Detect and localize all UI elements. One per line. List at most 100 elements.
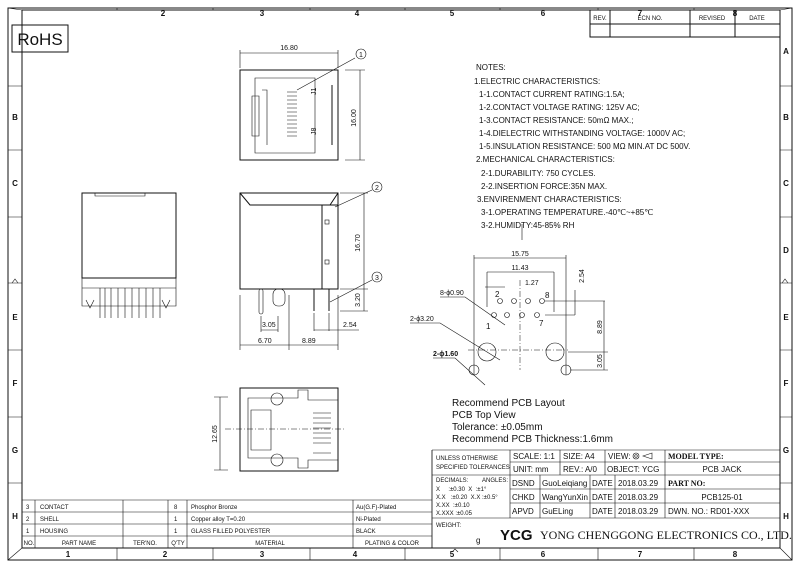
- zone-col-4-bottom: 4: [353, 550, 358, 559]
- designer-name: GuoLeiqiang: [542, 479, 587, 488]
- header-no: NO.: [24, 541, 35, 547]
- rev-header-rev: REV.: [593, 16, 607, 22]
- svg-text:2: 2: [375, 185, 379, 192]
- approver-date: 2018.03.29: [618, 507, 659, 516]
- zone-labels: 2 3 4 5 6 7 8 1 2 3 4 5 6 7 8 B C E F G …: [12, 9, 789, 559]
- pcb-caption-line: Tolerance: ±0.05mm: [452, 422, 543, 433]
- company-logo: YCG: [500, 527, 533, 544]
- part-qty: 8: [174, 505, 178, 511]
- date-label: DATE: [592, 479, 613, 488]
- zone-row-f: F: [13, 379, 18, 388]
- dim-side-height: 16.70: [355, 234, 362, 252]
- dim-pcb-305: 3.05: [597, 354, 604, 368]
- label-holes-090: 8-ϕ0.90: [440, 290, 464, 297]
- dim-top-width: 16.80: [280, 45, 298, 52]
- zone-row-c-right: C: [783, 179, 789, 188]
- tol-line: X.XXX :±0.05: [436, 511, 473, 517]
- note-line: 2-1.DURABILITY: 750 CYCLES.: [481, 169, 596, 178]
- pcb-layout: 15.75 11.43 1.27 2.54 8.89 3.05 8-ϕ0.90 …: [410, 224, 608, 386]
- zone-row-b: B: [12, 113, 18, 122]
- zone-col-6-bottom: 6: [541, 550, 546, 559]
- date-label: DATE: [592, 493, 613, 502]
- part-material: Phosphor Bronze: [191, 505, 238, 511]
- zone-col-1-bottom: 1: [66, 550, 71, 559]
- zone-row-h-right: H: [783, 512, 789, 521]
- pin-8-label: 8: [545, 291, 550, 300]
- label-holes-160: 2-ϕ1.60: [433, 351, 458, 358]
- dim-pcb-1143: 11.43: [512, 265, 529, 272]
- label-holes-320: 2-ϕ3.20: [410, 316, 434, 323]
- model-type-label: MODEL TYPE:: [668, 452, 724, 461]
- note-line: 3.ENVIRENMENT CHARACTERISTICS:: [477, 195, 622, 204]
- svg-text:1: 1: [359, 52, 363, 59]
- view-projection-icon: [632, 452, 653, 460]
- part-name: HOUSING: [40, 529, 68, 535]
- zone-row-g: G: [12, 446, 18, 455]
- balloon-2: [371, 181, 383, 193]
- header-plating: PLATING & COLOR: [365, 541, 420, 547]
- zone-col-5: 5: [450, 9, 455, 18]
- svg-text:RoHS: RoHS: [17, 30, 62, 49]
- side-view: 16.70 3.20 3.05 2.54 6.70 8.89 2 3: [239, 181, 383, 350]
- pcb-caption: Recommend PCB Layout PCB Top View Tolera…: [452, 398, 613, 445]
- parts-table: 3 CONTACT 8 Phosphor Bronze Au(G.F)-Plat…: [22, 450, 433, 548]
- dim-pcb-127: 1.27: [525, 280, 539, 287]
- part-no-label: PART NO:: [668, 479, 705, 488]
- note-line: 3-1.OPERATING TEMPERATURE.-40℃~+85℃: [481, 208, 653, 217]
- dim-305: 3.05: [262, 322, 276, 329]
- part-name: SHELL: [40, 517, 60, 523]
- zone-row-g-right: G: [783, 446, 789, 455]
- header-ter-no: TER'NO.: [133, 541, 157, 547]
- rev-header-revised: REVISED: [699, 16, 726, 22]
- weight-label: WEIGHT:: [436, 523, 461, 529]
- zone-col-2: 2: [161, 9, 166, 18]
- notes-title: NOTES:: [476, 63, 506, 72]
- zone-col-7-bottom: 7: [638, 550, 643, 559]
- object: OBJECT: YCG: [607, 465, 659, 474]
- part-plating: Au(G.F)-Plated: [356, 505, 396, 511]
- tol-title: UNLESS OTHERWISE: [436, 456, 498, 462]
- svg-text:3: 3: [375, 275, 379, 282]
- zone-row-e-right: E: [783, 313, 789, 322]
- weight-unit: g: [476, 536, 480, 545]
- header-qty: Q'TY: [171, 541, 184, 547]
- designer-role: DSND: [512, 479, 535, 488]
- part-qty: 1: [174, 517, 178, 523]
- dim-pcb-1575: 15.75: [511, 251, 529, 258]
- balloon-3: [371, 271, 383, 283]
- label-j1: J1: [311, 88, 318, 96]
- note-line: 1-4.DIELECTRIC WITHSTANDING VOLTAGE: 100…: [479, 129, 685, 138]
- header-part-name: PART NAME: [62, 541, 96, 547]
- balloon-1: [355, 48, 367, 60]
- checker-name: WangYunXin: [542, 493, 588, 502]
- zone-row-a-right: A: [783, 47, 789, 56]
- part-material: Copper alloy T=0.20: [191, 517, 246, 523]
- part-no: PCB125-01: [701, 493, 743, 502]
- zone-col-8-bottom: 8: [733, 550, 738, 559]
- zone-row-f-right: F: [784, 379, 789, 388]
- dim-670: 6.70: [258, 338, 272, 345]
- zone-row-d-right: D: [783, 246, 789, 255]
- company-name: YONG CHENGGONG ELECTRONICS CO., LTD.: [540, 528, 792, 542]
- title-block: UNLESS OTHERWISE SPECIFIED TOLERANCES DE…: [431, 449, 792, 548]
- note-line: 2-2.INSERTION FORCE:35N MAX.: [481, 182, 607, 191]
- pin-1-label: 1: [486, 322, 491, 331]
- pin-2-label: 2: [495, 290, 500, 299]
- dim-bottom-height: 12.65: [212, 425, 219, 443]
- zone-col-7: 7: [638, 9, 643, 18]
- rev-header-ecn: ECN NO.: [637, 16, 662, 22]
- tol-line: X.X :±0.20 X.X :±0.5°: [436, 495, 498, 501]
- dim-pcb-889: 8.89: [597, 320, 604, 334]
- pcb-caption-line: PCB Top View: [452, 410, 516, 421]
- revision-table: REV. ECN NO. REVISED DATE: [589, 10, 780, 38]
- note-line: 1-1.CONTACT CURRENT RATING:1.5A;: [479, 90, 625, 99]
- rev-header-date: DATE: [749, 16, 765, 22]
- revision: REV.: A/0: [563, 465, 598, 474]
- part-plating: BLACK: [356, 529, 376, 535]
- scale: SCALE: 1:1: [513, 452, 555, 461]
- front-view: [81, 192, 177, 318]
- centering-mark-icon: [11, 278, 789, 553]
- view-label: VIEW:: [608, 452, 631, 461]
- note-line: 1-2.CONTACT VOLTAGE RATING: 125V AC;: [479, 103, 640, 112]
- note-line: 1-5.INSULATION RESISTANCE: 500 MΩ MIN.AT…: [479, 142, 690, 151]
